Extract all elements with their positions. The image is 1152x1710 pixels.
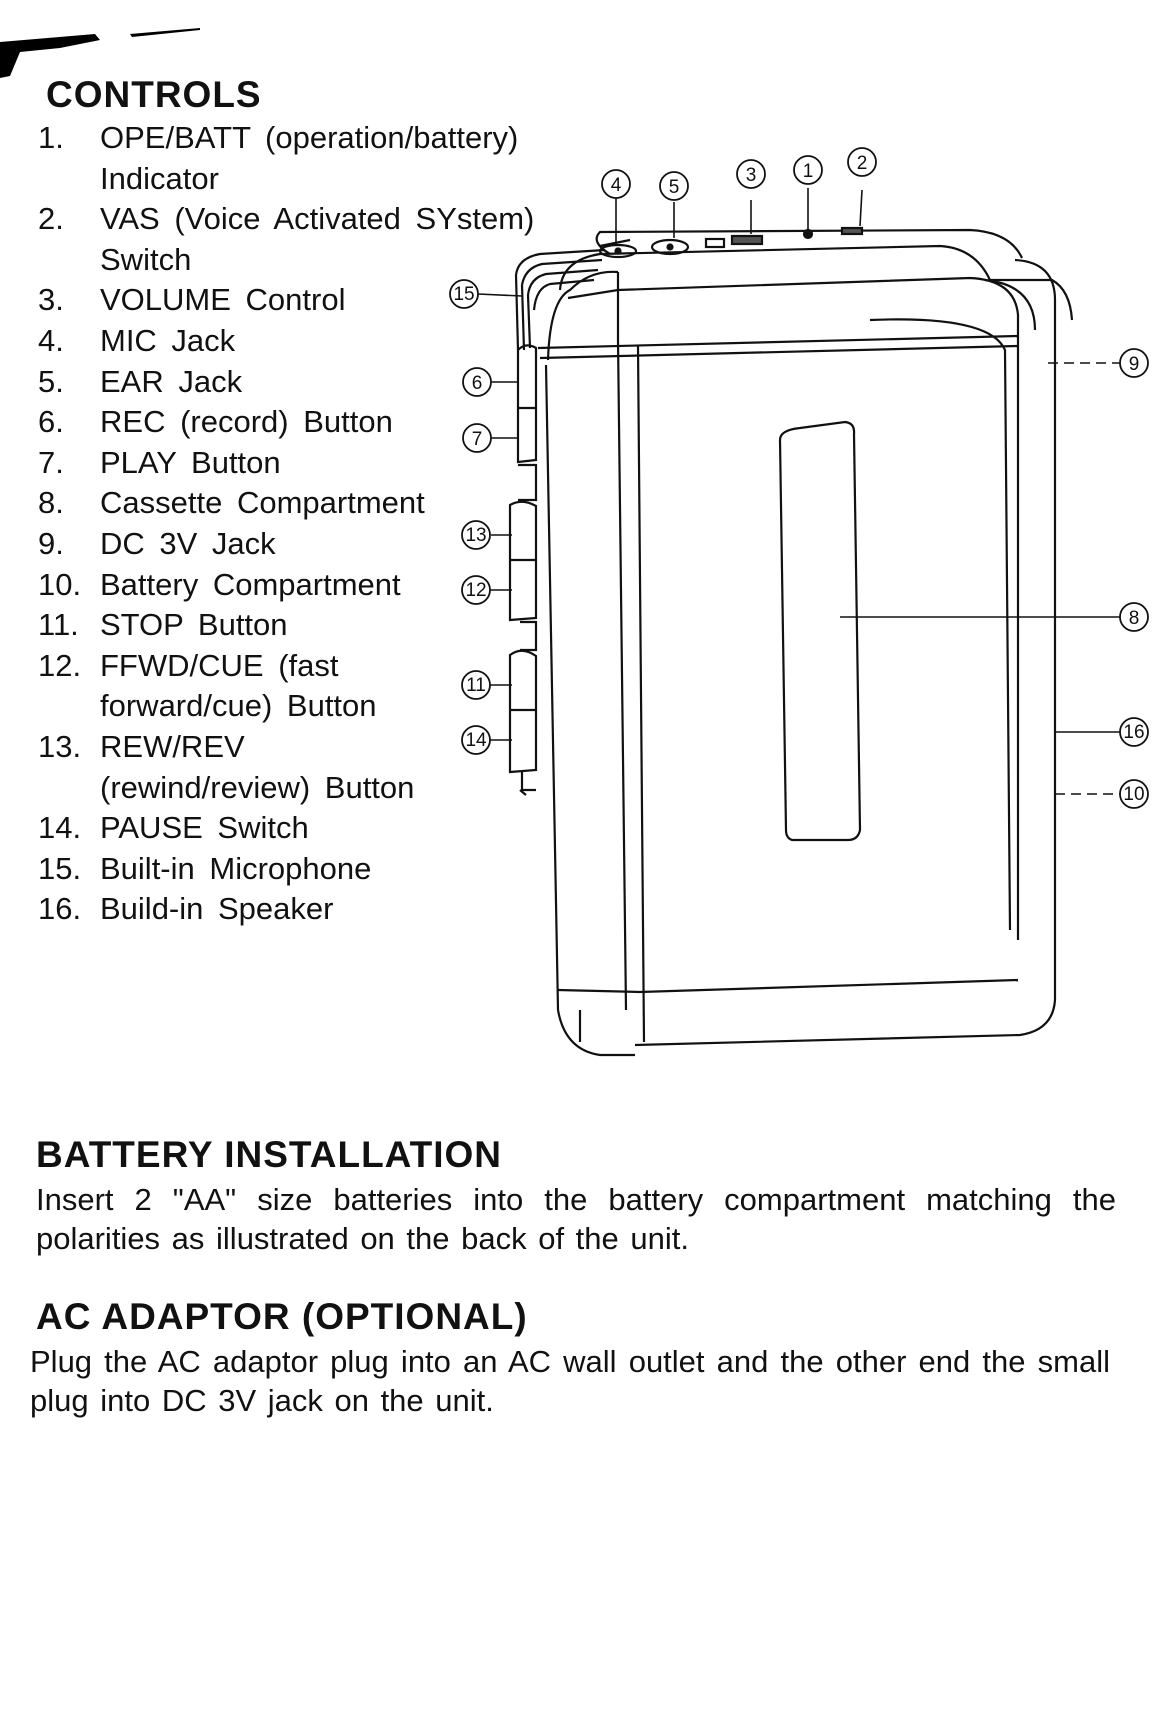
svg-text:8: 8: [1129, 608, 1140, 629]
callout-16: 16: [1119, 717, 1149, 747]
callout-3: 3: [736, 159, 766, 189]
vas-switch: [840, 226, 864, 236]
callout-15: 15: [449, 279, 479, 309]
svg-text:5: 5: [669, 177, 680, 198]
callout-4: 4: [601, 169, 631, 199]
list-item: 13.REW/REV (rewind/review) Button: [38, 728, 415, 805]
callout-13: 13: [461, 520, 491, 550]
svg-text:10: 10: [1123, 784, 1144, 805]
leader-lines: [477, 188, 1120, 795]
indicator-window: [704, 237, 726, 249]
svg-text:6: 6: [472, 373, 483, 394]
callout-14: 14: [461, 725, 491, 755]
list-item: 16.Build-in Speaker: [38, 891, 334, 927]
callout-2: 2: [847, 147, 877, 177]
callout-7: 7: [462, 423, 492, 453]
list-item: 5.EAR Jack: [38, 363, 243, 399]
svg-text:11: 11: [466, 675, 486, 696]
recorder-body: [508, 226, 1074, 1057]
svg-text:13: 13: [465, 525, 486, 546]
side-buttons: [508, 344, 538, 796]
ear-jack-opening: [650, 238, 690, 256]
ac-adaptor-text: Plug the AC adaptor plug into an AC wall…: [30, 1344, 1110, 1418]
svg-text:16: 16: [1123, 722, 1144, 743]
callout-6: 6: [462, 367, 492, 397]
callout-1: 1: [793, 155, 823, 185]
svg-text:14: 14: [465, 730, 487, 751]
list-item: 3.VOLUME Control: [38, 282, 346, 318]
list-item: 1.OPE/BATT (operation/battery) Indicator: [38, 120, 519, 196]
list-item: 6.REC (record) Button: [38, 404, 393, 440]
ope-batt-led: [802, 228, 814, 240]
list-item: 2.VAS (Voice Activated SYstem) Switch: [38, 201, 535, 277]
cassette-recorder-diagram: 4 5 3 1 2 15 9 6 7 13 12 8 11 14 16 10: [449, 147, 1149, 1057]
callout-markers: 4 5 3 1 2 15 9 6 7 13 12 8 11 14 16 10: [449, 147, 1149, 809]
svg-text:1: 1: [803, 161, 814, 182]
ac-adaptor-heading: AC ADAPTOR (OPTIONAL): [36, 1296, 528, 1337]
battery-installation-text: Insert 2 "AA" size batteries into the ba…: [36, 1182, 1116, 1256]
svg-text:2: 2: [857, 153, 868, 174]
svg-text:7: 7: [472, 429, 483, 450]
controls-heading: CONTROLS: [46, 74, 262, 115]
list-item: 10.Battery Compartment: [38, 566, 401, 602]
callout-9: 9: [1119, 348, 1149, 378]
scan-artifact-mark: [0, 28, 200, 78]
callout-11: 11: [461, 670, 491, 700]
list-item: 7.PLAY Button: [38, 444, 281, 480]
volume-wheel: [730, 234, 764, 246]
battery-installation-heading: BATTERY INSTALLATION: [36, 1134, 503, 1175]
svg-text:4: 4: [611, 175, 622, 196]
callout-8: 8: [1119, 602, 1149, 632]
svg-text:9: 9: [1129, 354, 1140, 375]
svg-text:3: 3: [746, 165, 757, 186]
callout-10: 10: [1119, 779, 1149, 809]
list-item: 9.DC 3V Jack: [38, 525, 276, 561]
list-item: 15.Built-in Microphone: [38, 850, 372, 886]
callout-12: 12: [461, 575, 491, 605]
list-item: 12.FFWD/CUE (fast forward/cue) Button: [38, 647, 377, 724]
list-item: 11.STOP Button: [38, 607, 288, 643]
list-item: 8.Cassette Compartment: [38, 485, 425, 521]
svg-text:15: 15: [453, 284, 474, 305]
controls-list: 1.OPE/BATT (operation/battery) Indicator…: [38, 118, 598, 930]
list-item: 14.PAUSE Switch: [38, 810, 309, 846]
callout-5: 5: [659, 171, 689, 201]
svg-text:12: 12: [465, 580, 486, 601]
list-item: 4.MIC Jack: [38, 322, 236, 358]
